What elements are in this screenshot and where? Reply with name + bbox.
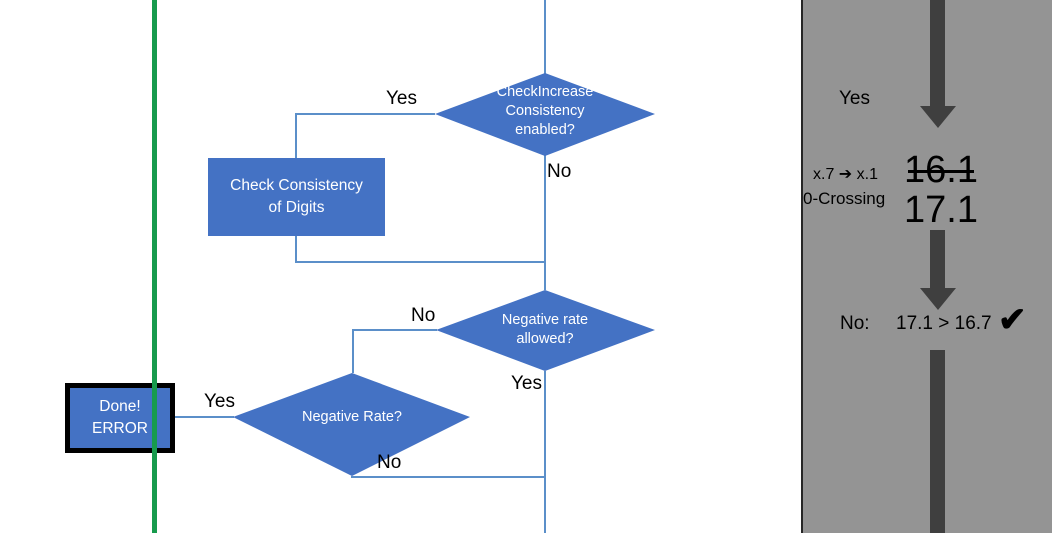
node-done-error[interactable]: Done! ERROR xyxy=(65,383,175,453)
panel-arrow-head-mid xyxy=(920,288,956,310)
edge-label-increase-yes: Yes xyxy=(386,88,417,109)
connector-negrate-no xyxy=(351,476,546,478)
panel-arrow-head-top xyxy=(920,106,956,128)
edge-label-allowed-no: No xyxy=(411,305,436,326)
edge-label-allowed-yes: Yes xyxy=(511,373,542,394)
node-check-increase-consistency[interactable] xyxy=(435,73,655,156)
panel-result-comparison: 17.1 > 16.7 xyxy=(896,313,992,334)
node-label-check-consistency-of-digits: Check Consistency of Digits xyxy=(230,177,363,216)
node-label-done-error: Done! ERROR xyxy=(92,398,148,437)
edge-label-negrate-no: No xyxy=(377,452,402,473)
panel-branch-label: Yes xyxy=(839,88,870,109)
node-negative-rate[interactable] xyxy=(233,373,470,476)
panel-condition-line2: 0-Crossing xyxy=(803,189,886,208)
panel-value-current: 17.1 xyxy=(904,189,978,231)
panel-arrow-shaft-bottom xyxy=(930,350,945,533)
panel-arrow-shaft-top xyxy=(930,0,945,108)
panel-arrow-shaft-mid xyxy=(930,230,945,290)
node-negative-rate-allowed[interactable] xyxy=(436,290,655,371)
strikethrough-mark xyxy=(908,170,974,173)
panel-result-label: No: xyxy=(840,313,870,334)
connector-allowed-no xyxy=(352,329,437,373)
panel-condition-line1: x.7 ➔ x.1 xyxy=(813,166,878,183)
panel-result-row: No: 17.1 > 16.7 xyxy=(840,313,992,335)
connector-digits-return xyxy=(295,236,546,263)
edge-label-increase-no: No xyxy=(547,161,572,182)
connector-increase-yes xyxy=(295,113,435,158)
check-mark-icon: ✔ xyxy=(998,301,1027,339)
node-check-consistency-of-digits[interactable]: Check Consistency of Digits xyxy=(208,158,385,236)
panel-value-struck-wrap: 16.1 xyxy=(904,150,978,191)
green-divider-line xyxy=(152,0,157,533)
edge-label-negrate-yes: Yes xyxy=(204,391,235,412)
annotation-panel: Yes x.7 ➔ x.1 0-Crossing 16.1 17.1 No: 17… xyxy=(801,0,1052,533)
